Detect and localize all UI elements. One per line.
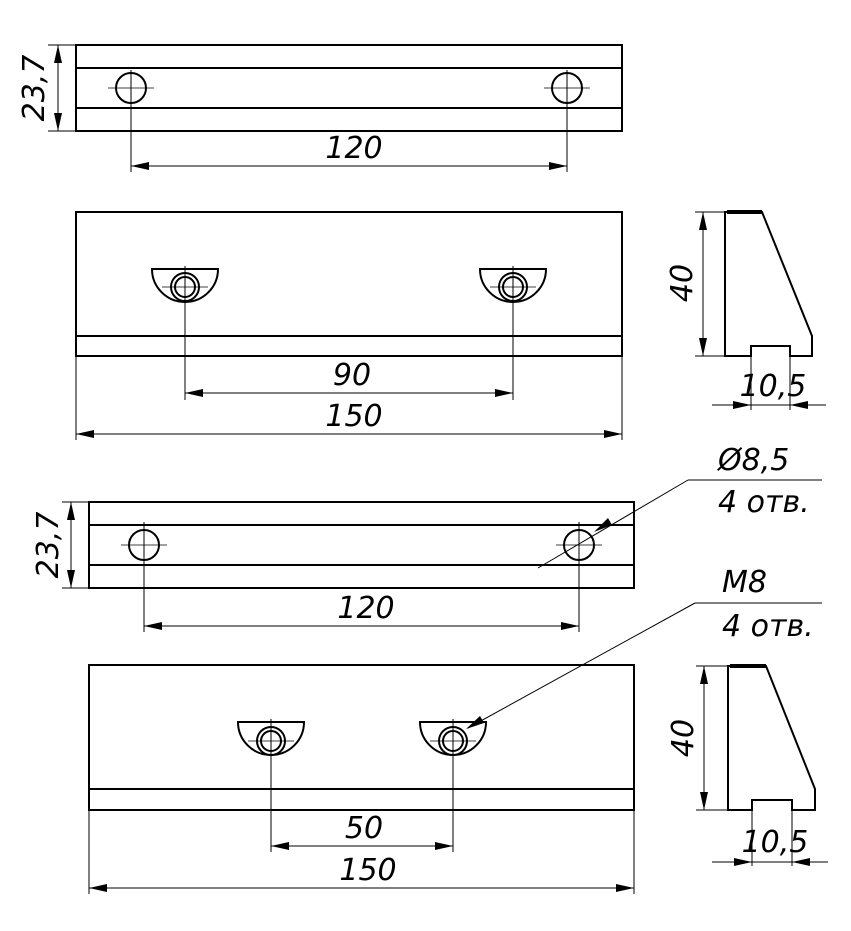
view4-arrow-50-right: [435, 842, 453, 850]
view3-arrow-237-bottom: [67, 570, 75, 588]
view4-arrow-150-left: [89, 884, 107, 892]
view4-arrow-50-left: [271, 842, 289, 850]
view3-arrow-237-top: [67, 502, 75, 520]
side1-dim-text-105: 10,5: [740, 369, 807, 404]
side2-dim-text-40: 40: [666, 719, 701, 757]
side1-dim-text-40: 40: [665, 264, 700, 302]
view3-outline: [88, 501, 635, 589]
side2-dim-text-105: 10,5: [742, 825, 809, 860]
side2-arrow-40-bottom: [700, 792, 708, 810]
view3-leader-arrow: [594, 518, 612, 532]
view4-leader-arrow: [466, 716, 484, 729]
view3-arrow-120-right: [561, 622, 579, 630]
side1-arrow-105-left: [733, 401, 751, 409]
view4-callout-size: M8: [722, 565, 767, 600]
view4-callout-count: 4 отв.: [722, 609, 814, 644]
view4-leader-line: [467, 602, 696, 729]
view3-arrow-120-left: [144, 622, 162, 630]
side2-outline: [727, 665, 816, 811]
view4-arrow-150-right: [616, 884, 634, 892]
view2-dim-text-150: 150: [325, 399, 382, 434]
view1-arrow-237-top: [54, 45, 62, 63]
view1-dim-text-120: 120: [325, 131, 382, 166]
side1-arrow-105-right: [790, 401, 808, 409]
view1-arrow-120-left: [131, 162, 149, 170]
side2-arrow-105-left: [734, 858, 752, 866]
view3-dim-text-237: 23,7: [31, 512, 66, 579]
view1-arrow-120-right: [549, 162, 567, 170]
view4-dim-text-50: 50: [345, 811, 383, 846]
side2-arrow-40-top: [700, 666, 708, 684]
view2-outline: [75, 211, 623, 357]
side2-arrow-105-right: [792, 858, 810, 866]
side1-arrow-40-top: [699, 212, 707, 230]
view3-callout-count: 4 отв.: [718, 485, 810, 520]
view1-arrow-237-bottom: [54, 113, 62, 131]
view3-dim-text-120: 120: [337, 591, 394, 626]
view2-front: 90 150: [75, 211, 623, 440]
view2-counterbore-left: [150, 268, 220, 303]
view2-arrow-90-left: [185, 389, 203, 397]
view2-arrow-150-left: [76, 430, 94, 438]
view1-outline: [75, 44, 623, 132]
view3-callout-size: Ø8,5: [716, 443, 789, 478]
view3-top-plan: 120 23,7 Ø8,5 4 отв.: [31, 443, 822, 632]
view1-top-plan: 120 23,7: [17, 44, 623, 172]
view2-arrow-90-right: [495, 389, 513, 397]
view3-leader-line: [537, 479, 689, 569]
side1-arrow-40-bottom: [699, 338, 707, 356]
side1-profile: 40 10,5: [665, 210, 826, 410]
view2-arrow-150-right: [604, 430, 622, 438]
view2-counterbore-right: [478, 268, 548, 303]
view1-dim-text-237: 23,7: [17, 55, 52, 122]
view2-dim-text-90: 90: [333, 358, 371, 393]
view4-dim-text-150: 150: [339, 853, 396, 888]
view4-outline: [88, 664, 635, 811]
side2-profile: 40 10,5: [666, 664, 828, 866]
view4-front: 50 150 M8 4 отв.: [88, 565, 822, 894]
side1-outline: [724, 211, 813, 357]
